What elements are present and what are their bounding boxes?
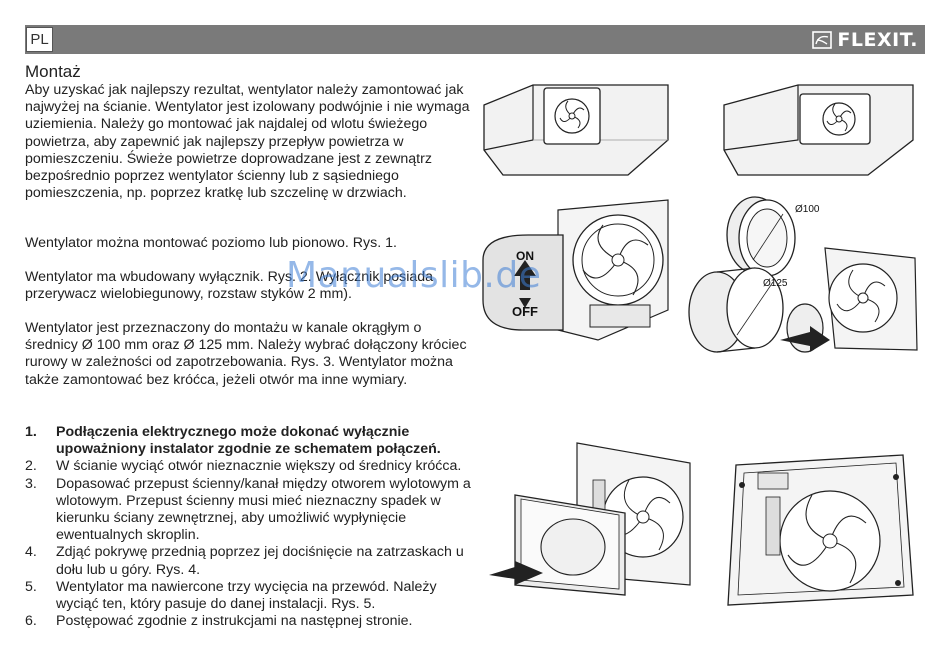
list-item: 3. Dopasować przepust ścienny/kanał międz… [25, 476, 475, 545]
step-text: Podłączenia elektrycznego może dokonać w… [56, 424, 441, 458]
paragraph-orientation: Wentylator można montować poziomo lub pi… [25, 235, 397, 251]
paragraph-intro: Aby uzyskać jak najlepszy rezultat, went… [25, 82, 470, 202]
step-text: W ścianie wyciąć otwór nieznacznie więks… [56, 458, 462, 475]
list-item: 6. Postępować zgodnie z instrukcjami na n… [25, 613, 475, 630]
paragraph-switch: Wentylator ma wbudowany wyłącznik. Rys. … [25, 269, 434, 303]
switch-off-label: OFF [512, 304, 538, 319]
switch-on-label: ON [516, 249, 534, 263]
step-number: 2. [25, 458, 37, 475]
brand-logo: FLEXIT. [812, 29, 918, 51]
step-number: 1. [25, 424, 37, 440]
step-text: Dopasować przepust ścienny/kanał między … [56, 475, 471, 544]
diameter-100-label: Ø100 [795, 204, 820, 215]
step-number: 3. [25, 475, 37, 492]
language-badge: PL [26, 27, 53, 52]
watermark: Manualslib.de [286, 255, 542, 296]
figure-cable-knockouts [727, 454, 914, 606]
list-item: 5. Wentylator ma nawiercone trzy wycięcia… [25, 579, 475, 613]
step-text: Wentylator ma nawiercone trzy wycięcia n… [56, 578, 437, 613]
figure-wall-mount-left [483, 84, 669, 176]
step-number: 6. [25, 613, 37, 630]
step-text: Postępować zgodnie z instrukcjami na nas… [56, 613, 413, 630]
list-item: 2. W ścianie wyciąć otwór nieznacznie wię… [25, 458, 475, 475]
diameter-125-label: Ø125 [763, 278, 788, 289]
figure-wall-mount-right [723, 84, 914, 176]
step-number: 5. [25, 578, 37, 595]
installation-steps: 1. Podłączenia elektrycznego może dokonać… [25, 424, 475, 630]
page-title: Montaż [25, 62, 81, 81]
flexit-logo-icon [812, 31, 833, 49]
figure-duct-spigots: Ø100 Ø125 [688, 196, 918, 353]
list-item: 1. Podłączenia elektrycznego może dokonać… [25, 424, 475, 458]
brand-name: FLEXIT. [837, 29, 918, 51]
list-item: 4. Zdjąć pokrywę przednią poprzez jej doc… [25, 544, 475, 578]
header-bar [25, 25, 925, 54]
step-text: Zdjąć pokrywę przednią poprzez jej dociś… [56, 544, 464, 578]
step-number: 4. [25, 544, 37, 561]
paragraph-duct: Wentylator jest przeznaczony do montażu … [25, 320, 467, 388]
figure-switch: ON OFF [482, 199, 669, 341]
figure-remove-cover [489, 442, 691, 596]
